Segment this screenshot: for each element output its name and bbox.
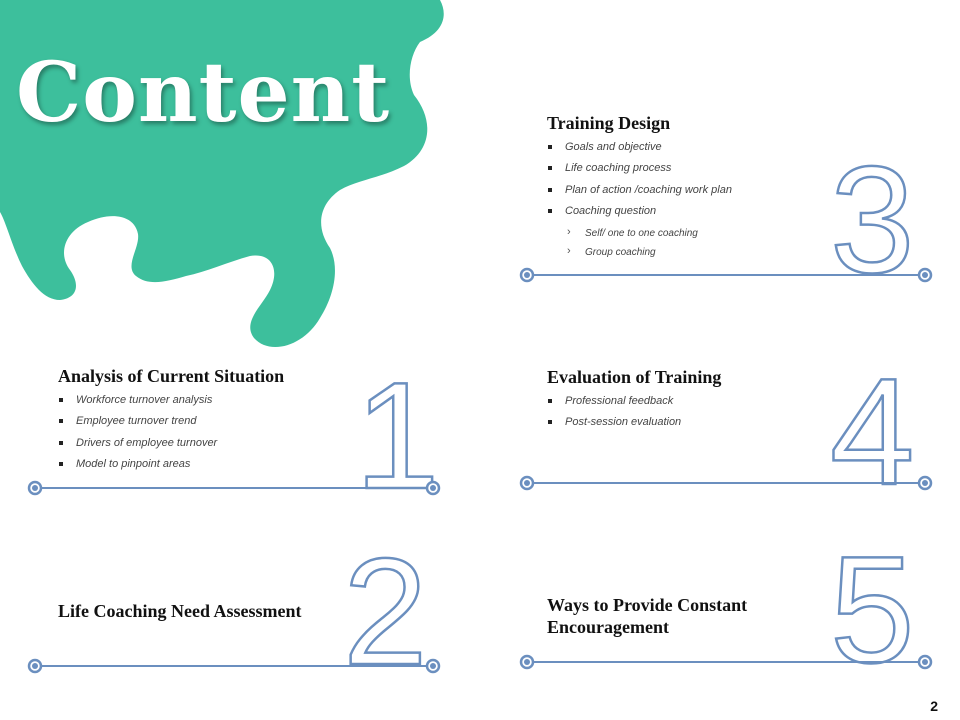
big-number-3: 3 bbox=[830, 135, 915, 305]
line-endpoint-dot-core bbox=[430, 485, 436, 491]
big-number-2: 2 bbox=[343, 527, 428, 697]
section-training-design: Training Design Goals and objective Life… bbox=[547, 113, 837, 266]
big-number-4: 4 bbox=[830, 347, 915, 517]
section-analysis-current-situation: Analysis of Current Situation Workforce … bbox=[58, 366, 348, 480]
heading-line: Ways to Provide Constant bbox=[547, 595, 748, 615]
section-constant-encouragement: Ways to Provide Constant Encouragement bbox=[547, 595, 837, 644]
line-endpoint-dot-core bbox=[524, 272, 530, 278]
slide-title: Content bbox=[16, 45, 391, 141]
sub-bullet-item: Self/ one to one coaching bbox=[547, 226, 837, 247]
bullet-item: Professional feedback bbox=[547, 395, 837, 417]
section-heading: Life Coaching Need Assessment bbox=[58, 601, 302, 621]
bullet-item: Drivers of employee turnover bbox=[58, 437, 348, 459]
bullet-item: Model to pinpoint areas bbox=[58, 458, 348, 480]
section-evaluation-of-training: Evaluation of Training Professional feed… bbox=[547, 367, 837, 438]
big-number-1: 1 bbox=[355, 351, 440, 521]
page-number: 2 bbox=[930, 698, 938, 714]
section-heading: Training Design bbox=[547, 113, 671, 133]
bullet-item: Workforce turnover analysis bbox=[58, 394, 348, 416]
section-heading: Evaluation of Training bbox=[547, 367, 722, 387]
section-heading: Ways to Provide Constant Encouragement bbox=[547, 595, 837, 638]
line-endpoint-dot-core bbox=[922, 659, 928, 665]
section-life-coaching-need-assessment: Life Coaching Need Assessment bbox=[58, 601, 358, 629]
bullet-item: Life coaching process bbox=[547, 162, 837, 184]
line-endpoint-dot-core bbox=[524, 659, 530, 665]
bullet-item: Coaching question bbox=[547, 205, 837, 227]
bullet-item: Employee turnover trend bbox=[58, 415, 348, 437]
bullet-item: Post-session evaluation bbox=[547, 416, 837, 438]
line-endpoint-dot-core bbox=[922, 480, 928, 486]
bullet-item: Plan of action /coaching work plan bbox=[547, 184, 837, 206]
line-endpoint-dot-core bbox=[524, 480, 530, 486]
sub-bullet-item: Group coaching bbox=[547, 245, 837, 266]
bullet-list: Goals and objective Life coaching proces… bbox=[547, 141, 837, 266]
line-endpoint-dot-core bbox=[922, 272, 928, 278]
heading-line: Encouragement bbox=[547, 616, 669, 637]
bullet-list: Professional feedback Post-session evalu… bbox=[547, 395, 837, 438]
line-endpoint-dot-core bbox=[32, 663, 38, 669]
section-heading: Analysis of Current Situation bbox=[58, 366, 285, 386]
bullet-item: Goals and objective bbox=[547, 141, 837, 163]
line-endpoint-dot-core bbox=[32, 485, 38, 491]
bullet-list: Workforce turnover analysis Employee tur… bbox=[58, 394, 348, 480]
puzzle-piece-shape bbox=[0, 0, 444, 348]
line-endpoint-dot-core bbox=[430, 663, 436, 669]
big-number-5: 5 bbox=[830, 525, 915, 695]
